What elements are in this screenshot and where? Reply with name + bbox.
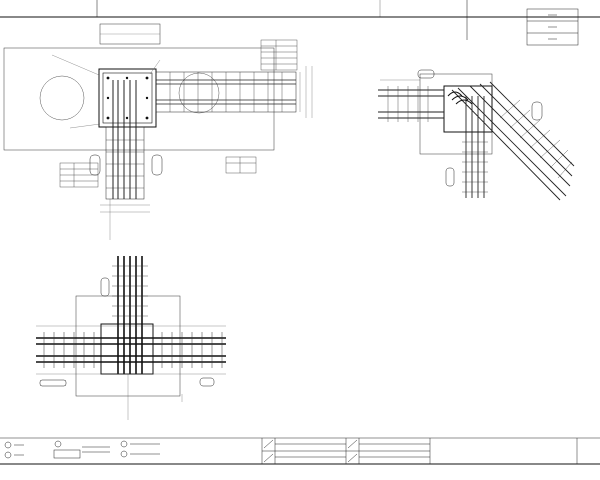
schedule-table-right: [225, 156, 257, 174]
rebar-beam-horizontal: [36, 337, 226, 363]
opening-circle-right: [178, 72, 220, 114]
section-bubble-top: [417, 69, 435, 79]
section-bubble-lower-right: [199, 377, 215, 387]
plan-view-top-right: [378, 69, 575, 201]
opening-circle-left: [39, 75, 85, 121]
rebar-beam-down-skew: [465, 96, 485, 198]
plan-view-top-left: [3, 23, 313, 240]
rebar-beam-down: [112, 80, 137, 199]
rebar-beam-up: [117, 256, 143, 374]
section-bubble-diag: [531, 101, 543, 121]
column-core-skew: [443, 85, 493, 133]
legend: [4, 440, 160, 459]
rebar-beam-left: [378, 89, 444, 119]
schedule-table-top: [260, 39, 298, 71]
section-bubble-upper: [100, 277, 110, 297]
plan-view-bottom-left: [36, 256, 226, 420]
section-bubble-right: [151, 154, 163, 176]
hook-bars: [447, 91, 473, 105]
rebar-beam-diagonal: [451, 81, 575, 201]
section-bubble-bottom: [445, 167, 455, 187]
schedule-table-left: [59, 162, 99, 188]
column-bars: [106, 76, 149, 120]
section-mark-symbol: [4, 441, 24, 459]
slab-outline: [3, 47, 275, 151]
detail-mark-symbol: [53, 440, 110, 459]
revision-table: [526, 8, 579, 46]
beam-down: [105, 126, 145, 200]
grid-bubble-symbol: [120, 440, 160, 458]
column-core-bottom: [100, 323, 154, 375]
dimension-lines-bottom: [100, 199, 150, 240]
dimension-lines-right: [299, 66, 313, 118]
sheet-frame: [0, 0, 600, 465]
section-bubble-lower-left: [39, 379, 67, 387]
title-block: [0, 437, 600, 464]
section-bubble-left: [89, 154, 101, 176]
